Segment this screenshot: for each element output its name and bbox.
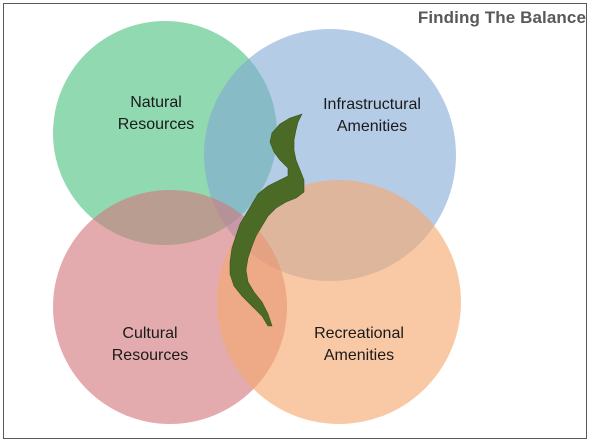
natural-resources-line1: Natural bbox=[130, 94, 182, 111]
recreational-amenities-line2: Amenities bbox=[323, 347, 395, 364]
cultural-resources-circle bbox=[53, 190, 287, 424]
page-title: Finding The Balance bbox=[417, 8, 586, 27]
recreational-amenities-label: Recreational Amenities bbox=[289, 323, 429, 367]
infrastructural-amenities-label: Infrastructural Amenities bbox=[302, 94, 442, 138]
river-shape bbox=[229, 113, 305, 327]
cultural-resources-line2: Resources bbox=[111, 347, 189, 364]
recreational-amenities-line1: Recreational bbox=[314, 325, 404, 342]
infrastructural-amenities-line1: Infrastructural bbox=[323, 96, 421, 113]
natural-resources-line2: Resources bbox=[117, 116, 195, 133]
infrastructural-amenities-line2: Amenities bbox=[336, 118, 408, 135]
cultural-resources-label: Cultural Resources bbox=[80, 323, 220, 367]
recreational-amenities-circle bbox=[217, 180, 461, 424]
natural-resources-label: Natural Resources bbox=[86, 92, 226, 136]
cultural-resources-line1: Cultural bbox=[122, 325, 178, 342]
